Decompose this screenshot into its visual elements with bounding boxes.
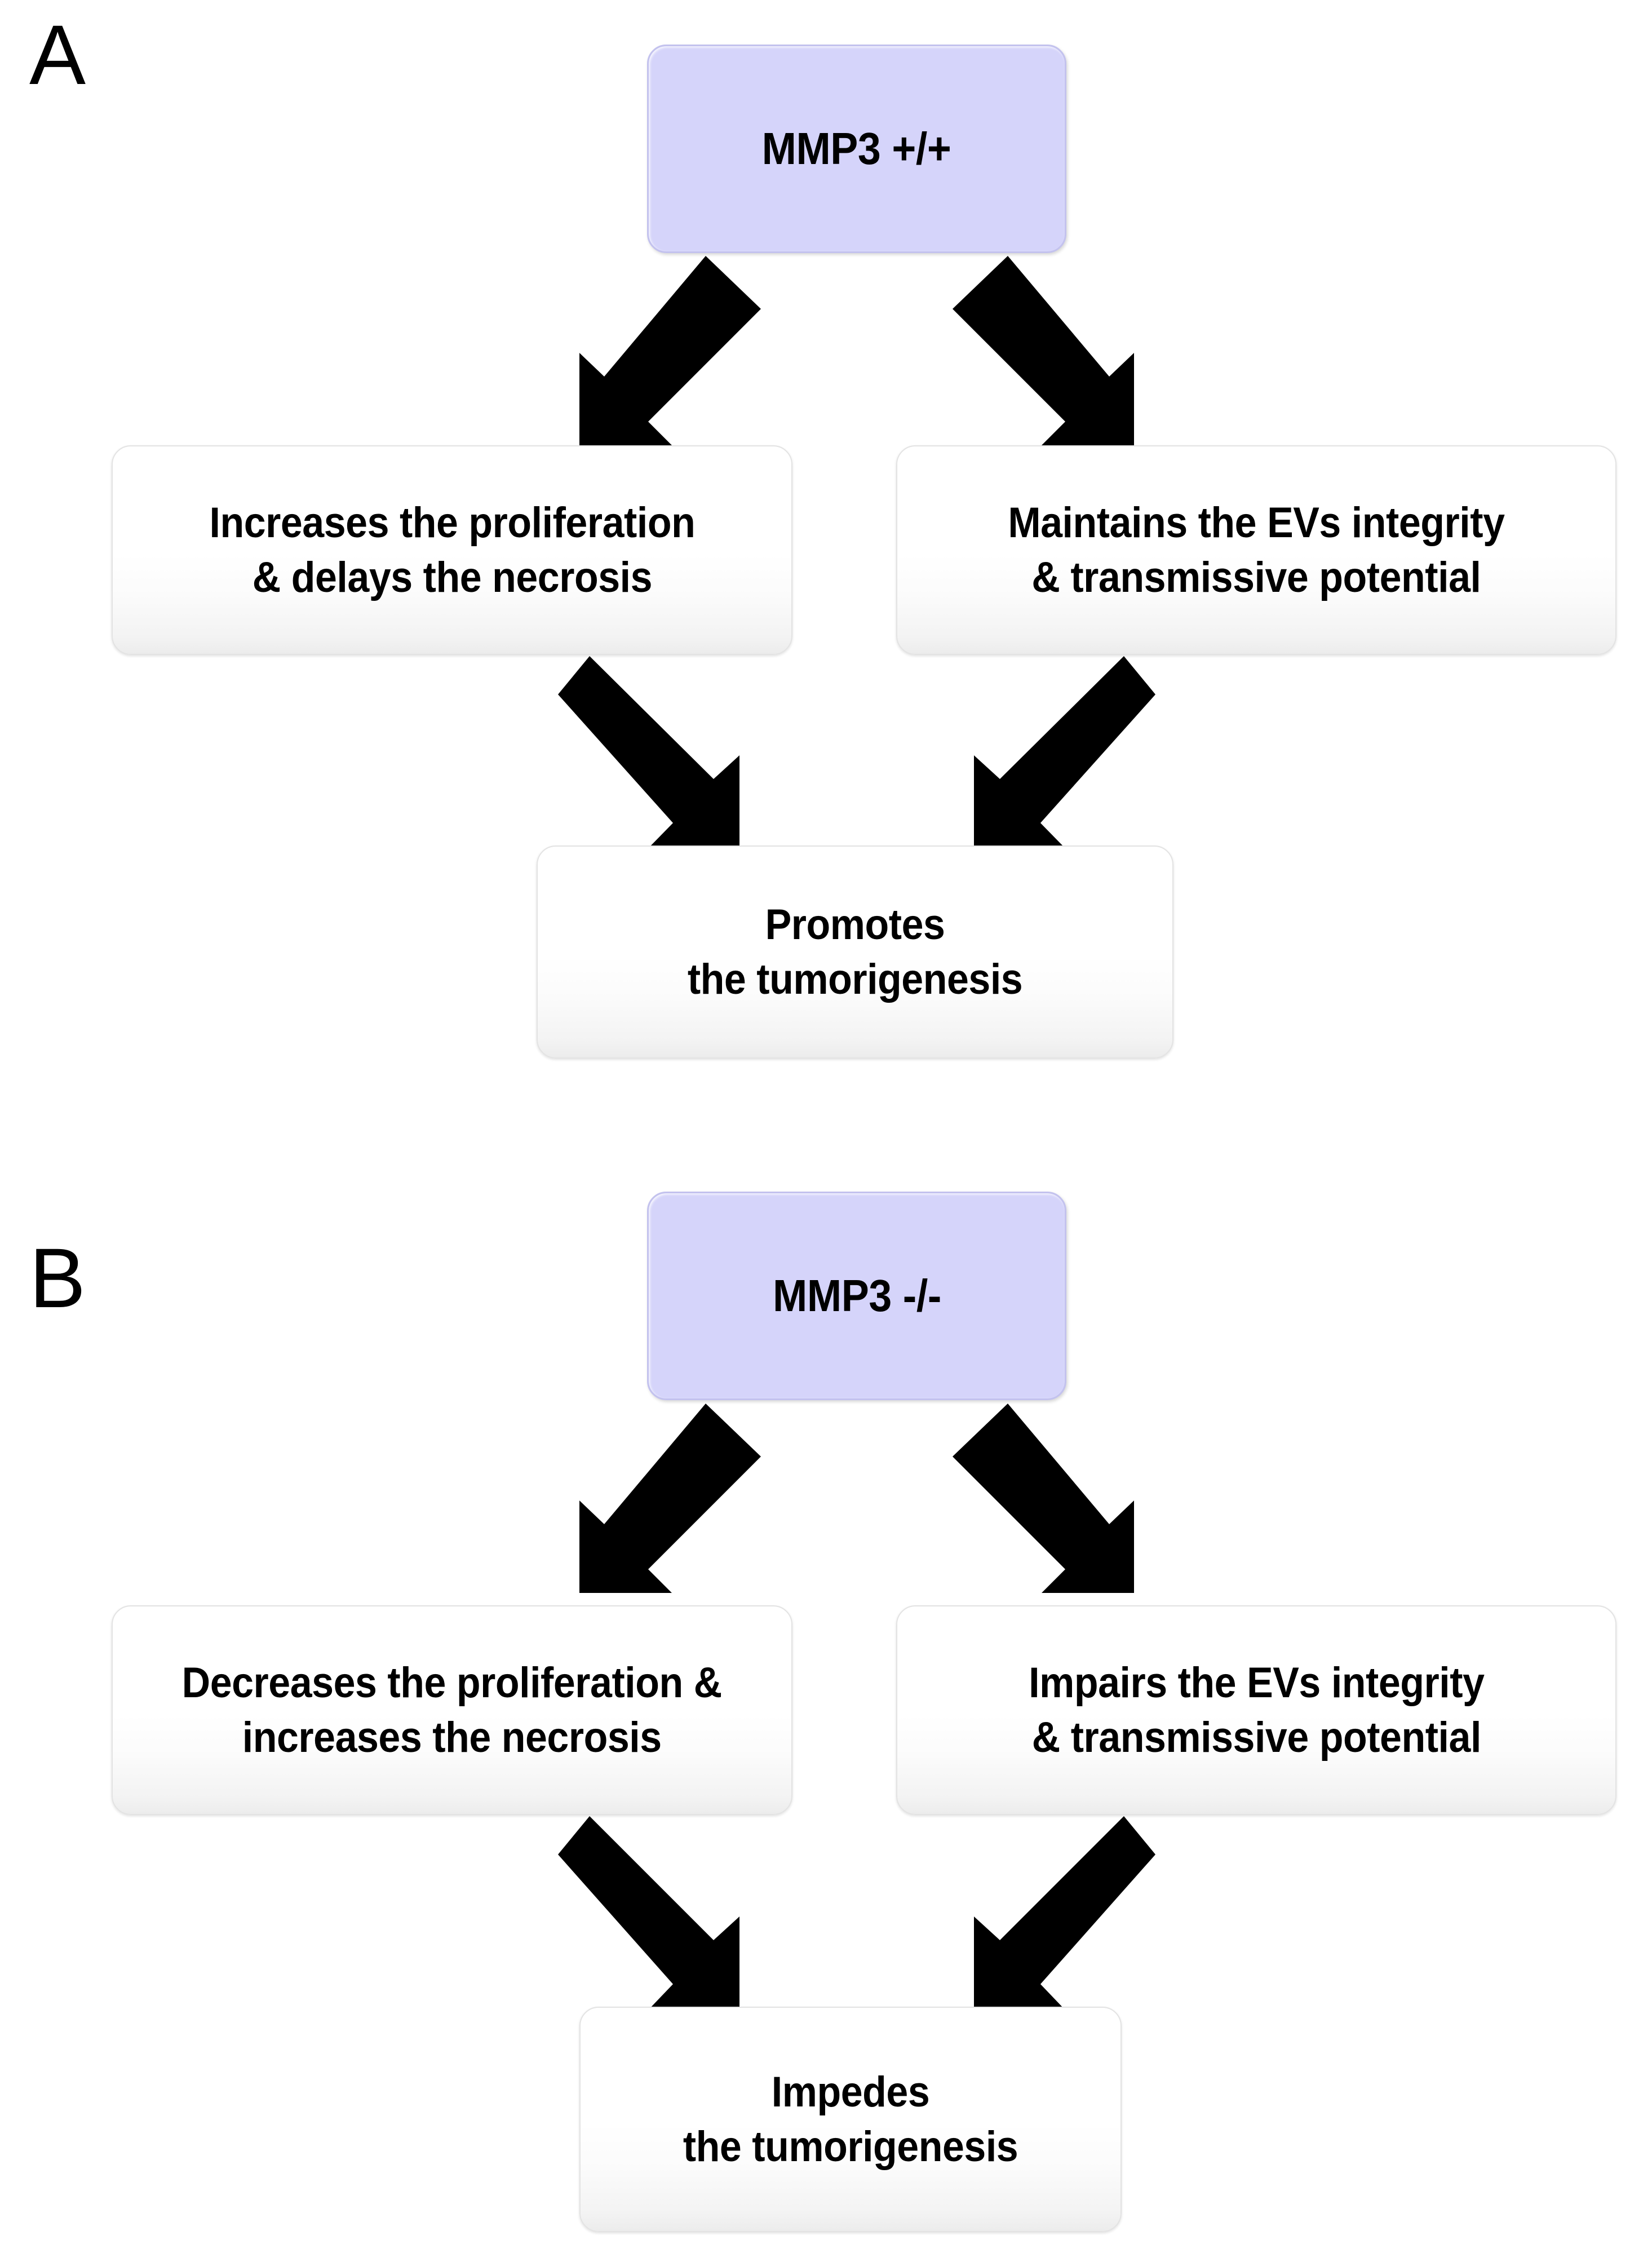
node-label: Impedes the tumorigenesis bbox=[683, 2068, 1018, 2171]
arrow-source-to-left-b bbox=[564, 1401, 761, 1593]
node-label: Maintains the EVs integrity & transmissi… bbox=[1008, 498, 1505, 601]
node-decreases-proliferation: Decreases the proliferation & increases … bbox=[112, 1605, 792, 1815]
node-label: MMP3 +/+ bbox=[762, 123, 951, 174]
arrow-left-to-bottom-a bbox=[558, 654, 755, 848]
node-impairs-evs-integrity: Impairs the EVs integrity & transmissive… bbox=[896, 1605, 1616, 1815]
arrow-left-to-bottom-b bbox=[558, 1814, 755, 2010]
panel-label-a: A bbox=[29, 7, 86, 102]
node-mmp3-knockout: MMP3 -/- bbox=[647, 1192, 1066, 1400]
node-mmp3-wildtype: MMP3 +/+ bbox=[647, 45, 1066, 253]
node-label: Decreases the proliferation & increases … bbox=[181, 1658, 723, 1761]
arrow-right-to-bottom-a bbox=[958, 654, 1155, 848]
node-promotes-tumorigenesis: Promotes the tumorigenesis bbox=[537, 846, 1173, 1059]
node-label: Increases the proliferation & delays the… bbox=[209, 498, 695, 601]
node-label: Promotes the tumorigenesis bbox=[687, 900, 1023, 1003]
node-increases-proliferation: Increases the proliferation & delays the… bbox=[112, 445, 792, 655]
arrow-source-to-right-b bbox=[953, 1401, 1150, 1593]
arrow-source-to-right-a bbox=[953, 254, 1150, 445]
node-maintains-evs-integrity: Maintains the EVs integrity & transmissi… bbox=[896, 445, 1616, 655]
node-label: MMP3 -/- bbox=[772, 1270, 941, 1321]
node-impedes-tumorigenesis: Impedes the tumorigenesis bbox=[579, 2007, 1122, 2232]
panel-label-b: B bbox=[29, 1230, 86, 1325]
arrow-right-to-bottom-b bbox=[958, 1814, 1155, 2010]
node-label: Impairs the EVs integrity & transmissive… bbox=[1028, 1658, 1485, 1761]
arrow-source-to-left-a bbox=[564, 254, 761, 445]
